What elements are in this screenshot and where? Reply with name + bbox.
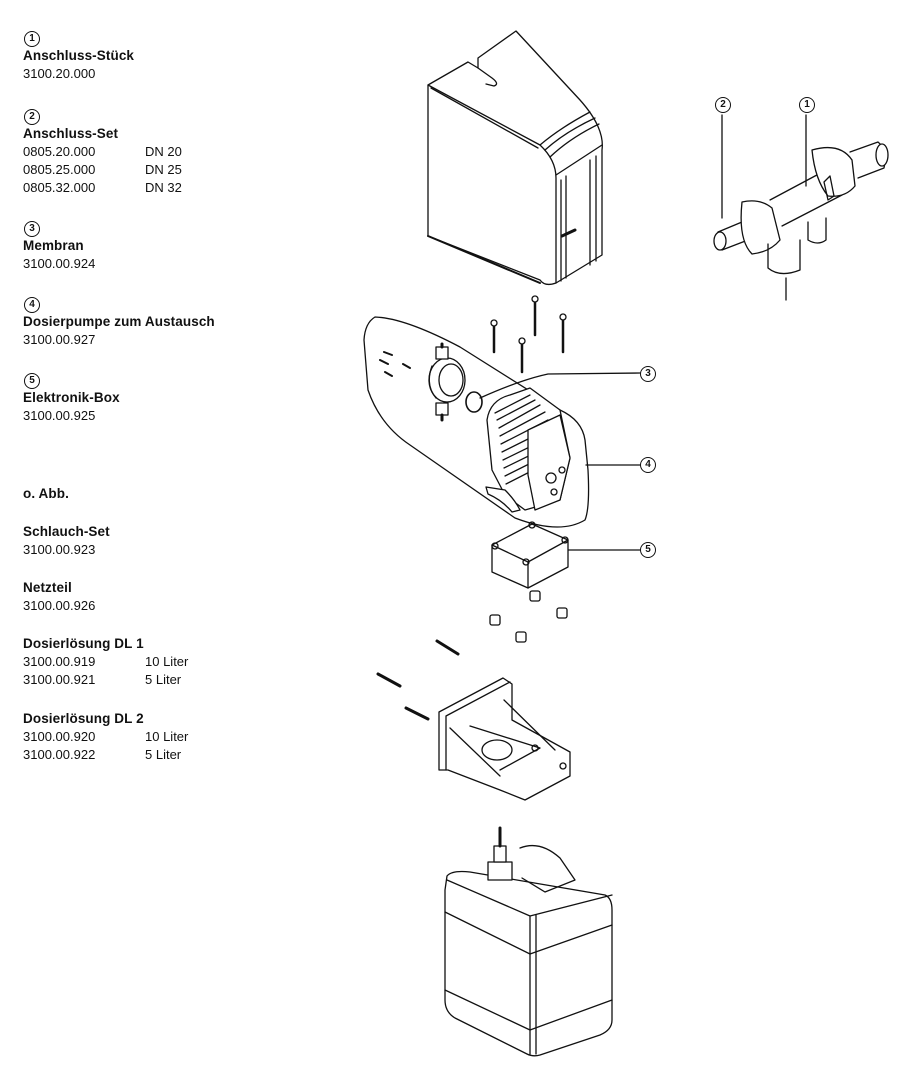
long-screws: [490, 295, 567, 374]
callout-5: 5: [640, 542, 656, 558]
part-title: Elektronik-Box: [23, 390, 120, 405]
part-row: 3100.00.925: [23, 408, 96, 423]
part-item: 5 Elektronik-Box 3100.00.925: [23, 370, 145, 425]
extra-title: Schlauch-Set: [23, 524, 110, 539]
part-title: Anschluss-Set: [23, 126, 119, 141]
bracket-screws: [376, 639, 460, 721]
extra-item: Schlauch-Set 3100.00.923: [23, 523, 145, 559]
part-item: 1 Anschluss-Stück 3100.20.000: [23, 28, 145, 83]
extra-title: Dosierlösung DL 1: [23, 636, 144, 651]
extra-row: 3100.00.923: [23, 542, 96, 557]
connection-fitting: [713, 141, 889, 301]
part-marker: 4: [24, 297, 40, 313]
extra-title: Dosierlösung DL 2: [23, 711, 144, 726]
part-item: 3 Membran 3100.00.924: [23, 218, 145, 273]
screw-caps: [489, 590, 568, 643]
not-shown-heading: o. Abb.: [23, 486, 69, 501]
electronics-box: [491, 521, 569, 589]
pump-group: [363, 316, 590, 528]
part-row: 3100.20.000: [23, 66, 96, 81]
part-row: 3100.00.927: [23, 332, 96, 347]
part-item: 4 Dosierpumpe zum Austausch 3100.00.927: [23, 294, 215, 349]
callout-2: 2: [715, 97, 731, 113]
part-marker: 3: [24, 221, 40, 237]
callout-4: 4: [640, 457, 656, 473]
part-title: Membran: [23, 238, 84, 253]
cover-housing: [427, 30, 603, 286]
part-title: Dosierpumpe zum Austausch: [23, 314, 215, 329]
part-marker: 5: [24, 373, 40, 389]
dosing-canister: [444, 826, 613, 1057]
part-title: Anschluss-Stück: [23, 48, 135, 63]
part-marker: 1: [24, 31, 40, 47]
extra-row: 3100.00.926: [23, 598, 96, 613]
callout-1: 1: [799, 97, 815, 113]
callout-3: 3: [640, 366, 656, 382]
wall-bracket: [438, 677, 571, 801]
part-row: 3100.00.924: [23, 256, 96, 271]
extra-title: Netzteil: [23, 580, 72, 595]
extra-item: Netzteil 3100.00.926: [23, 579, 145, 615]
part-marker: 2: [24, 109, 40, 125]
